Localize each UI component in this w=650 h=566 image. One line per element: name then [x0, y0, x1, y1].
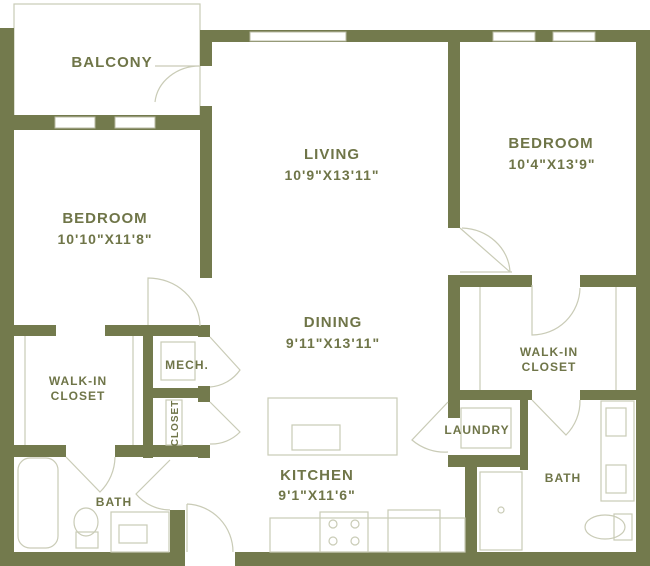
wall-closet-post	[198, 386, 210, 402]
kitchen-label: KITCHEN	[280, 467, 354, 484]
bedroom-right-label: BEDROOM	[508, 135, 593, 152]
wall-bath-top-b	[115, 445, 210, 457]
closet-bath-door	[65, 456, 116, 493]
bath-door	[531, 399, 581, 436]
bath-door-left	[135, 459, 171, 511]
sink	[118, 524, 148, 544]
bath-right-label: BATH	[545, 471, 581, 485]
wall-laundry-bottom	[448, 455, 528, 467]
kitchen-size: 9'1"X11'6"	[278, 487, 355, 503]
entry-door	[186, 503, 234, 553]
balcony-door	[154, 65, 201, 103]
bathtub	[17, 457, 59, 549]
windows	[54, 31, 596, 129]
washer-dryer	[460, 407, 512, 449]
dining-label: DINING	[304, 314, 363, 331]
bedroom-door	[147, 277, 201, 327]
wall-balcony-bedroom	[14, 115, 210, 130]
double-vanity	[600, 400, 635, 502]
window	[492, 31, 536, 42]
wall-walkin-bottom-b	[580, 390, 640, 400]
wall-bedroom-living	[200, 106, 212, 278]
bedroom-left-size: 10'10"X11'8"	[57, 231, 152, 247]
closet-shelf	[165, 399, 183, 446]
toilet	[73, 507, 99, 537]
shower	[479, 471, 523, 551]
wall-walkin-bottom-a	[448, 390, 532, 400]
wall-bedroom-bottom-a	[448, 275, 532, 287]
wall-mech-post	[198, 325, 210, 337]
wall-right-outer	[636, 30, 650, 566]
window	[114, 116, 156, 129]
walls	[0, 28, 650, 566]
bedroom-right-size: 10'4"X13'9"	[509, 156, 596, 172]
dining-size: 9'11"X13'11"	[286, 335, 380, 351]
window	[54, 116, 96, 129]
walkin-door	[531, 285, 581, 336]
fixtures	[17, 287, 635, 553]
laundry-label: LAUNDRY	[444, 423, 509, 437]
wall-walkin-left	[448, 275, 460, 400]
refrigerator	[387, 509, 441, 553]
closet-door	[209, 401, 241, 445]
wall-bath-top-a	[14, 445, 66, 457]
window	[552, 31, 596, 42]
wall-laundry-left	[448, 400, 460, 418]
wall-closet-right	[143, 325, 153, 458]
wall-bottom-a	[0, 552, 185, 566]
window	[249, 31, 347, 42]
mech-unit	[160, 341, 196, 381]
walkin-left-label-2: CLOSET	[51, 389, 106, 403]
closet-label: CLOSET	[170, 400, 181, 447]
doors	[65, 65, 581, 553]
kitchen-island	[267, 397, 398, 456]
wall-living-bedroom	[448, 30, 460, 228]
mech-door	[209, 336, 241, 388]
bedroom-right-door	[459, 227, 512, 273]
wall-bath-right	[170, 510, 185, 555]
wall-closet-top-a	[14, 325, 56, 336]
wall-bottom-b	[235, 552, 650, 566]
balcony-label: BALCONY	[71, 54, 152, 71]
wall-left-outer	[0, 28, 14, 566]
wall-bath-left	[465, 455, 477, 566]
kitchen-sink	[291, 424, 341, 451]
laundry-door	[411, 401, 449, 453]
mech-label: MECH.	[165, 358, 209, 372]
labels: BALCONY LIVING 10'9"X13'11" BEDROOM 10'4…	[49, 54, 596, 509]
living-size: 10'9"X13'11"	[284, 167, 379, 183]
wall-bedroom-bottom-b	[580, 275, 640, 287]
wall-laundry-right	[520, 390, 528, 470]
range	[319, 511, 369, 553]
living-label: LIVING	[304, 146, 360, 163]
bath-left-label: BATH	[96, 495, 132, 509]
walkin-right-label-2: CLOSET	[522, 360, 577, 374]
bedroom-left-label: BEDROOM	[62, 210, 147, 227]
vanity	[110, 511, 170, 553]
walkin-right-label-1: WALK-IN	[520, 345, 578, 359]
toilet	[584, 514, 626, 540]
toilet-tank	[75, 531, 99, 549]
wall-mech-bottom	[153, 388, 210, 398]
walkin-left-label-1: WALK-IN	[49, 374, 107, 388]
wall-closet-top-b	[105, 325, 210, 336]
